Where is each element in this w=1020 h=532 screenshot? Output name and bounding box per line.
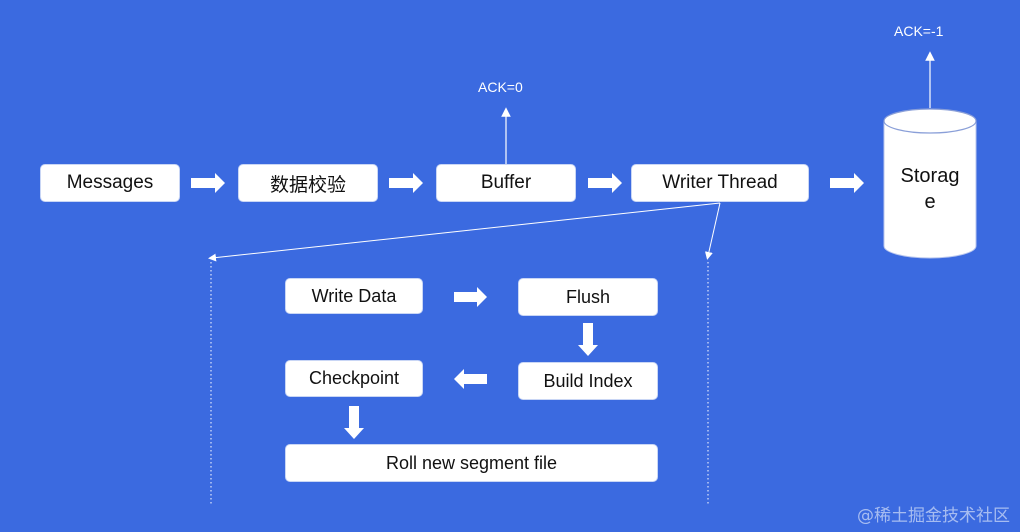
messages-box: Messages <box>40 164 180 202</box>
pipeline-arrow-3 <box>588 173 622 193</box>
buffer-ack-label: ACK=0 <box>478 79 523 95</box>
storage-label: Storag e <box>884 163 976 215</box>
flush-box: Flush <box>518 278 658 316</box>
pipeline-arrow-1 <box>191 173 225 193</box>
roll-segment-box: Roll new segment file <box>285 444 658 482</box>
zoom-line-right <box>704 202 721 260</box>
pipeline-arrow-2 <box>389 173 423 193</box>
checkpoint-to-roll-arrow <box>344 406 364 439</box>
index-to-checkpoint-arrow <box>454 369 487 389</box>
pipeline-arrow-4 <box>830 173 864 193</box>
checkpoint-box: Checkpoint <box>285 360 423 397</box>
storage-label-line2: e <box>924 191 936 213</box>
storage-cylinder <box>883 108 977 259</box>
build-index-box: Build Index <box>518 362 658 400</box>
write-to-flush-arrow <box>454 287 487 307</box>
flush-to-index-arrow <box>578 323 598 356</box>
storage-ack-label: ACK=-1 <box>894 23 944 39</box>
buffer-box: Buffer <box>436 164 576 202</box>
storage-label-line1: Storag <box>900 165 960 187</box>
watermark-text: @稀土掘金技术社区 <box>857 506 1010 526</box>
validation-box: 数据校验 <box>238 164 378 202</box>
writer-thread-box: Writer Thread <box>631 164 809 202</box>
write-data-box: Write Data <box>285 278 423 314</box>
zoom-line-left <box>208 202 721 262</box>
